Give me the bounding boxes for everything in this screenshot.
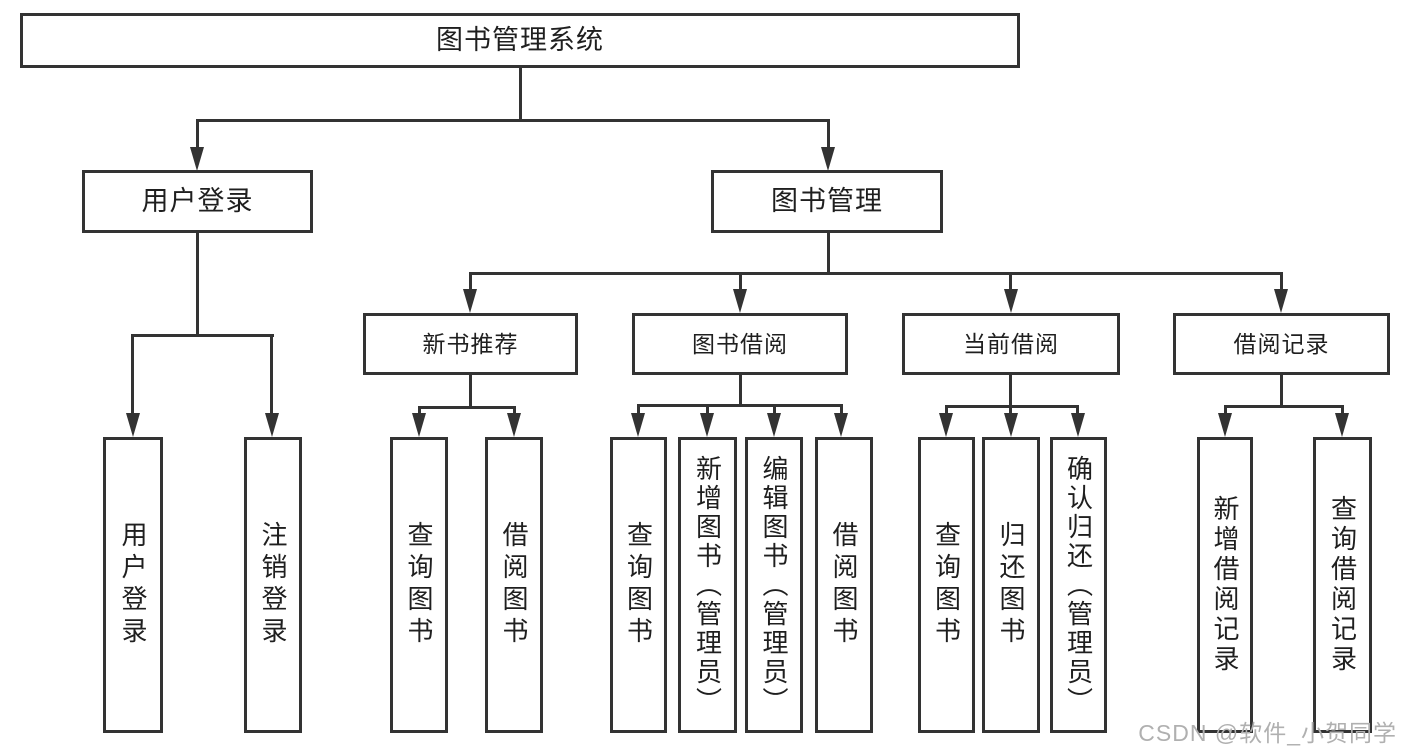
node-borrow-records: 借阅记录 bbox=[1173, 313, 1390, 375]
connector-shaft-leaf-user-login bbox=[131, 334, 134, 415]
node-label: 新增图书（管理员） bbox=[692, 454, 723, 716]
arrowhead-query-record bbox=[1335, 413, 1349, 437]
connector-branch-user-login bbox=[131, 334, 274, 337]
arrowhead-query-books-1 bbox=[412, 413, 426, 437]
arrowhead-book-management bbox=[821, 147, 835, 171]
connector-branch-current-borrowing bbox=[945, 405, 1079, 408]
connector-branch-book-management bbox=[469, 272, 1283, 275]
leaf-query-books-2: 查询图书 bbox=[610, 437, 667, 733]
connector-shaft-return-books bbox=[1009, 405, 1012, 415]
node-new-book-recommend: 新书推荐 bbox=[363, 313, 578, 375]
arrowhead-new-book-recommend bbox=[463, 289, 477, 313]
arrowhead-user-login bbox=[190, 147, 204, 171]
node-label: 用户登录 bbox=[141, 186, 254, 216]
node-label: 图书借阅 bbox=[692, 330, 788, 357]
leaf-query-books-3: 查询图书 bbox=[918, 437, 975, 733]
node-label: 用户登录 bbox=[118, 521, 148, 649]
node-label: 确认归还（管理员） bbox=[1063, 454, 1094, 716]
node-label: 查询图书 bbox=[931, 521, 962, 649]
connector-shaft-current-borrowing bbox=[1009, 272, 1012, 291]
node-label: 图书管理系统 bbox=[436, 25, 604, 55]
arrowhead-borrow-books-1 bbox=[507, 413, 521, 437]
node-label: 借阅记录 bbox=[1233, 330, 1330, 357]
node-current-borrowing: 当前借阅 bbox=[902, 313, 1120, 375]
leaf-borrow-books-2: 借阅图书 bbox=[815, 437, 873, 733]
arrowhead-book-borrowing bbox=[733, 289, 747, 313]
connector-stem-user-login bbox=[196, 233, 199, 336]
arrowhead-confirm-return bbox=[1071, 413, 1085, 437]
leaf-return-books: 归还图书 bbox=[982, 437, 1040, 733]
node-label: 查询图书 bbox=[623, 521, 654, 649]
node-label: 借阅图书 bbox=[829, 521, 859, 649]
connector-shaft-borrow-books-2 bbox=[840, 404, 843, 415]
node-label: 当前借阅 bbox=[963, 330, 1059, 357]
arrowhead-query-books-2 bbox=[631, 413, 645, 437]
connector-shaft-borrow-records bbox=[1280, 272, 1283, 291]
connector-shaft-leaf-logout bbox=[270, 334, 273, 415]
connector-branch-new-book-recommend bbox=[418, 406, 516, 409]
connector-shaft-book-borrowing bbox=[739, 272, 742, 291]
connector-shaft-new-book-recommend bbox=[469, 272, 472, 291]
arrowhead-query-books-3 bbox=[939, 413, 953, 437]
connector-stem-current-borrowing bbox=[1009, 375, 1012, 407]
connector-shaft-edit-books bbox=[773, 404, 776, 415]
connector-stem-book-management bbox=[827, 233, 830, 274]
leaf-add-borrow-record: 新增借阅记录 bbox=[1197, 437, 1253, 733]
connector-stem-borrow-records bbox=[1280, 375, 1283, 407]
leaf-edit-books-admin: 编辑图书（管理员） bbox=[745, 437, 803, 733]
node-label: 编辑图书（管理员） bbox=[759, 454, 789, 716]
node-label: 查询图书 bbox=[404, 521, 434, 649]
connector-shaft-add-record bbox=[1224, 405, 1227, 415]
connector-shaft-confirm-return bbox=[1076, 405, 1079, 415]
arrowhead-edit-books bbox=[767, 413, 781, 437]
node-library-system: 图书管理系统 bbox=[20, 13, 1020, 68]
arrowhead-current-borrowing bbox=[1004, 289, 1018, 313]
arrowhead-borrow-records bbox=[1274, 289, 1288, 313]
connector-branch-root bbox=[196, 119, 830, 122]
connector-shaft-user-login bbox=[196, 119, 199, 149]
node-label: 新书推荐 bbox=[422, 330, 519, 357]
arrowhead-leaf-logout bbox=[265, 413, 279, 437]
connector-branch-book-borrowing bbox=[637, 404, 843, 407]
connector-shaft-query-books-3 bbox=[945, 405, 948, 415]
node-user-login: 用户登录 bbox=[82, 170, 313, 233]
node-label: 新增借阅记录 bbox=[1210, 495, 1240, 675]
leaf-user-login: 用户登录 bbox=[103, 437, 163, 733]
connector-stem-new-book-recommend bbox=[469, 375, 472, 408]
node-label: 图书管理 bbox=[771, 186, 883, 216]
arrowhead-borrow-books-2 bbox=[834, 413, 848, 437]
node-label: 注销登录 bbox=[258, 521, 288, 649]
arrowhead-add-record bbox=[1218, 413, 1232, 437]
connector-shaft-borrow-books-1 bbox=[513, 406, 516, 415]
leaf-query-borrow-record: 查询借阅记录 bbox=[1313, 437, 1372, 733]
node-label: 借阅图书 bbox=[499, 521, 529, 649]
arrowhead-leaf-user-login bbox=[126, 413, 140, 437]
leaf-borrow-books-1: 借阅图书 bbox=[485, 437, 543, 733]
node-book-management: 图书管理 bbox=[711, 170, 943, 233]
leaf-query-books-1: 查询图书 bbox=[390, 437, 448, 733]
connector-stem-book-borrowing bbox=[739, 375, 742, 406]
connector-shaft-query-record bbox=[1341, 405, 1344, 415]
arrowhead-add-books bbox=[700, 413, 714, 437]
node-label: 查询借阅记录 bbox=[1327, 495, 1358, 675]
csdn-watermark: CSDN @软件_小贺同学 bbox=[1138, 720, 1397, 746]
connector-shaft-book-management bbox=[827, 119, 830, 149]
connector-shaft-query-books-2 bbox=[637, 404, 640, 415]
node-label: 归还图书 bbox=[996, 521, 1026, 649]
connector-shaft-add-books bbox=[706, 404, 709, 415]
arrowhead-return-books bbox=[1004, 413, 1018, 437]
node-book-borrowing: 图书借阅 bbox=[632, 313, 848, 375]
leaf-confirm-return-admin: 确认归还（管理员） bbox=[1050, 437, 1107, 733]
leaf-add-books-admin: 新增图书（管理员） bbox=[678, 437, 737, 733]
connector-branch-borrow-records bbox=[1224, 405, 1343, 408]
leaf-logout: 注销登录 bbox=[244, 437, 302, 733]
connector-stem-root bbox=[519, 68, 522, 121]
connector-shaft-query-books-1 bbox=[418, 406, 421, 415]
